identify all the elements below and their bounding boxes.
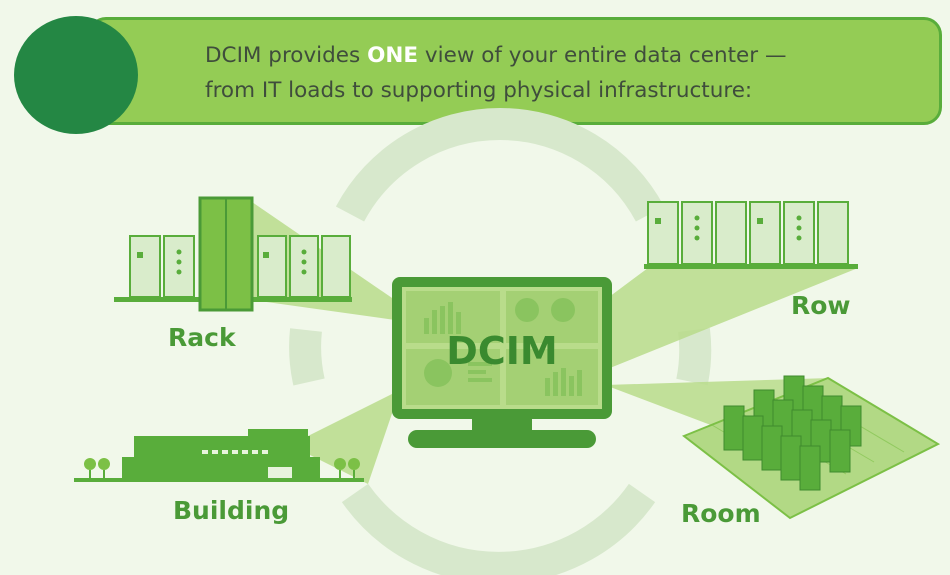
ring-arc-bottom <box>341 483 656 575</box>
headline-line-1: DCIM provides ONE view of your entire da… <box>205 38 905 73</box>
rack-illustration <box>114 196 352 312</box>
ring-arc-right <box>676 328 712 386</box>
label-row: Row <box>791 291 851 320</box>
label-room: Room <box>681 499 761 528</box>
beam-building <box>290 390 400 484</box>
dcim-monitor: DCIM <box>392 277 612 448</box>
label-building: Building <box>173 496 290 525</box>
header-banner <box>88 17 942 125</box>
headline-post: view of your entire data center — <box>424 43 787 68</box>
label-rack: Rack <box>168 323 236 352</box>
building-illustration <box>74 429 364 482</box>
connection-beams <box>252 202 858 484</box>
dcim-label: DCIM <box>446 329 557 373</box>
ring-arc-top <box>335 108 665 222</box>
ring-arc-left <box>289 328 325 386</box>
headline-line-2: from IT loads to supporting physical inf… <box>205 78 753 103</box>
headline-pre: DCIM provides <box>205 43 361 68</box>
row-illustration <box>644 201 858 269</box>
headline-emphasis: ONE <box>367 43 419 68</box>
cycle-ring <box>289 108 712 575</box>
badge-circle <box>14 16 138 134</box>
beam-row <box>605 268 858 370</box>
headline: DCIM provides ONE view of your entire da… <box>205 38 905 108</box>
room-illustration <box>682 375 941 520</box>
